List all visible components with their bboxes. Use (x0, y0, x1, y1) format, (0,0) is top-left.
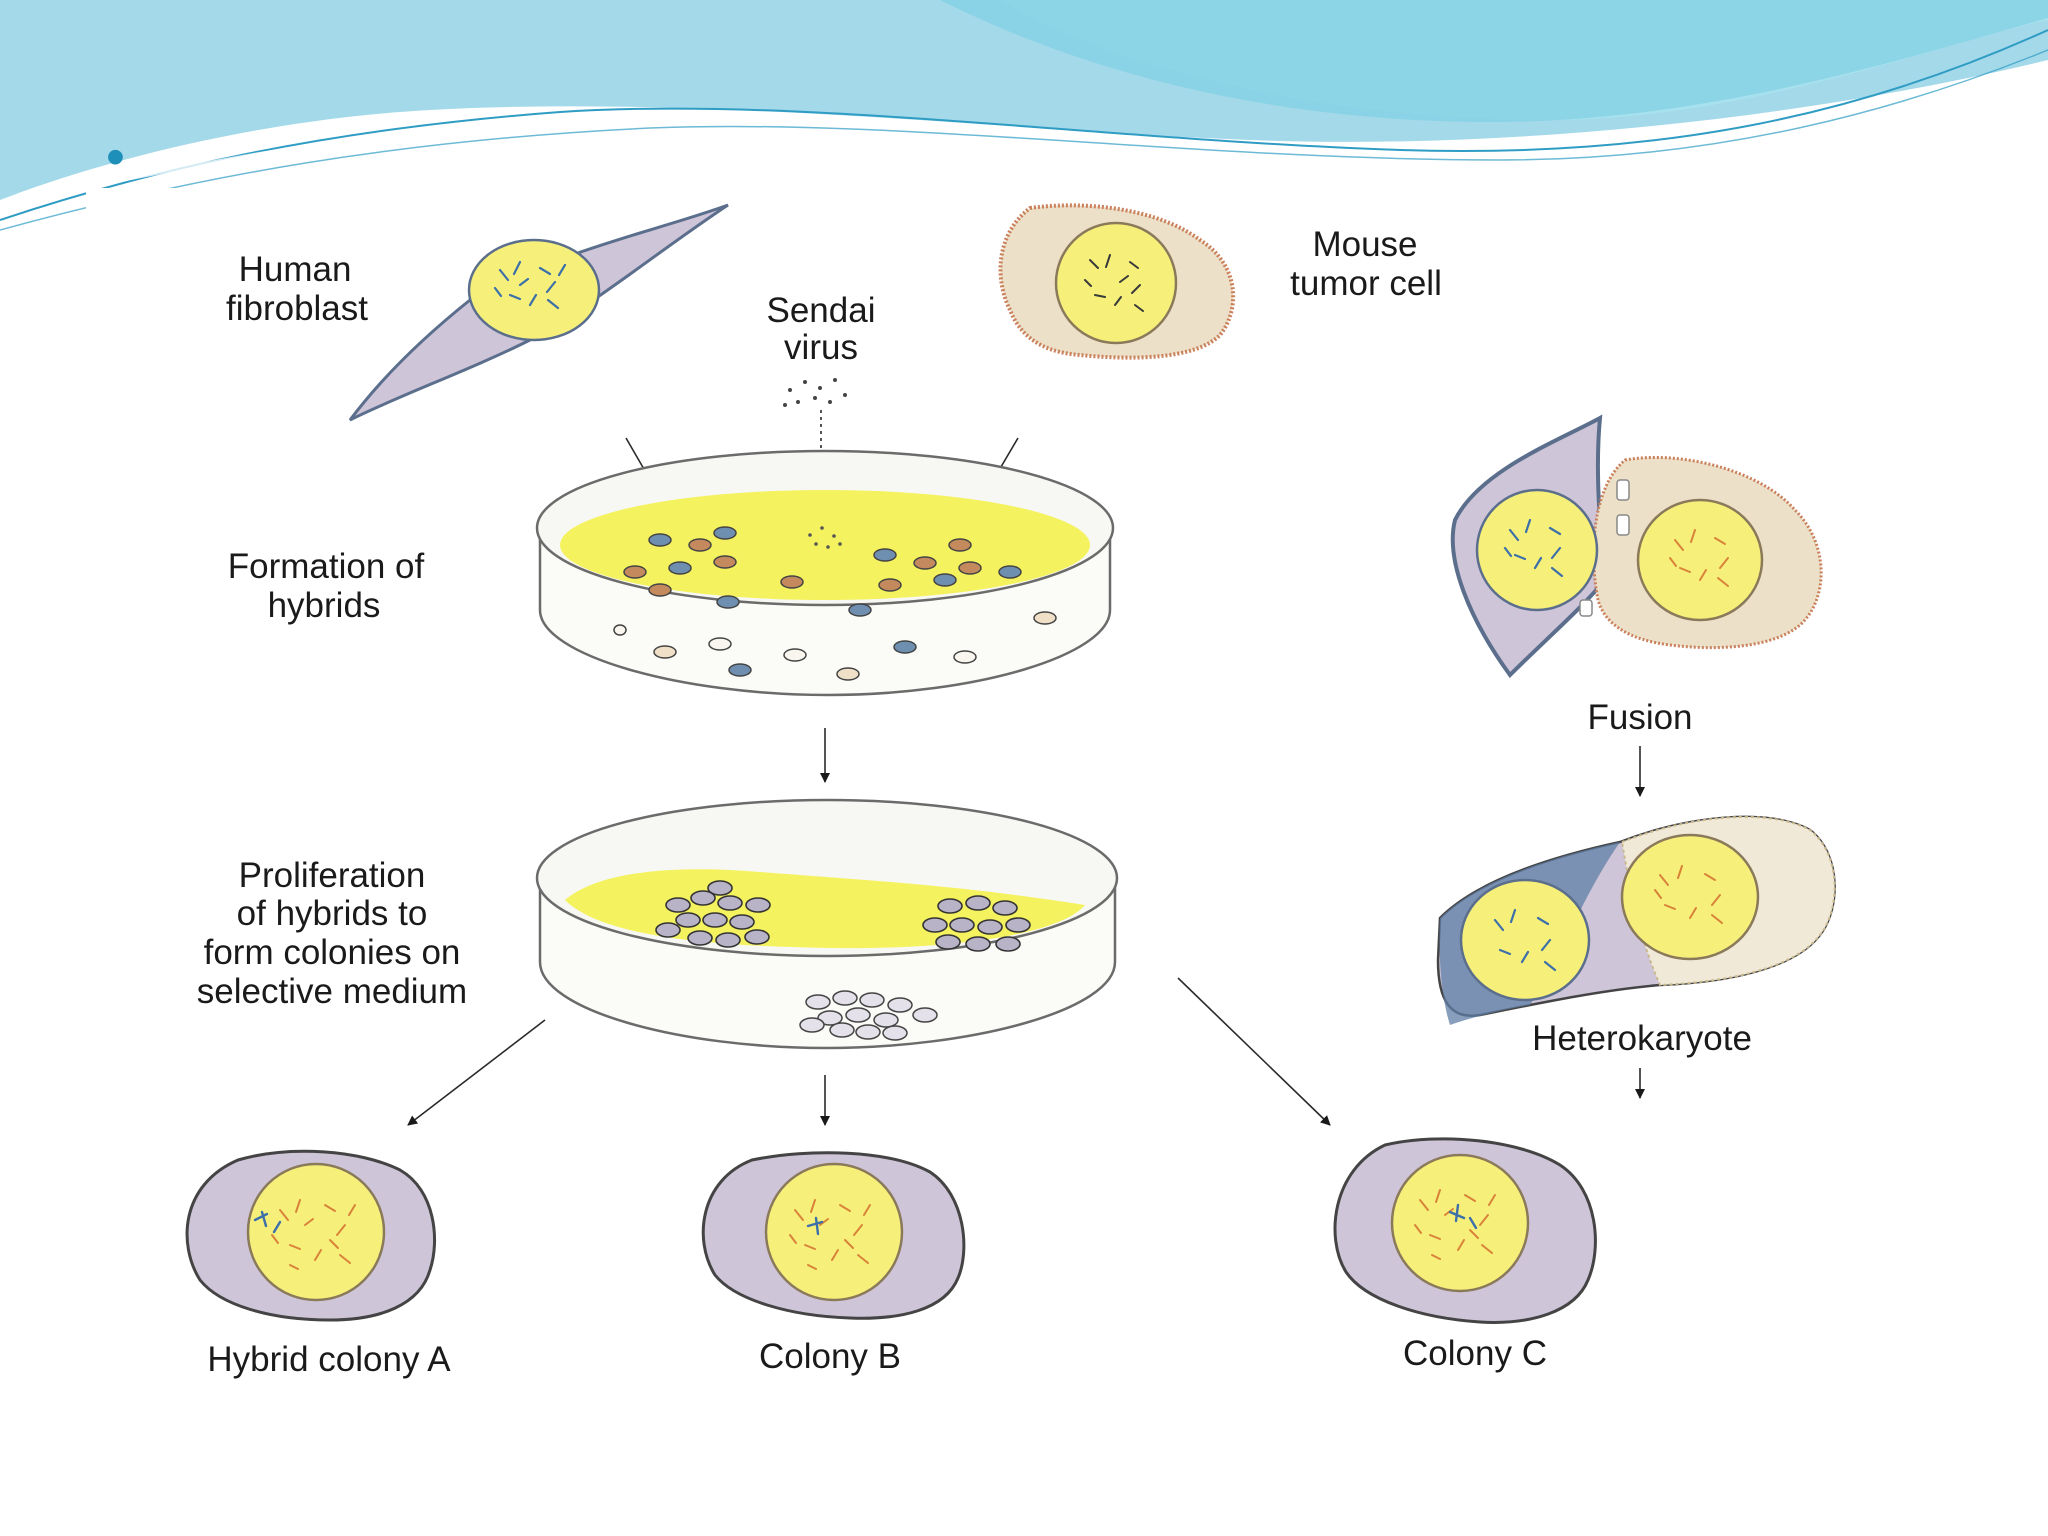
human-fibroblast-cell (348, 203, 729, 422)
colony-a-cell (185, 1149, 436, 1322)
label-proliferation-1: Proliferation (239, 856, 426, 895)
culture-dish-selective (535, 798, 1119, 1050)
colony-c-cluster (922, 895, 1031, 952)
label-heterokaryote: Heterokaryote (1532, 1019, 1752, 1058)
heterokaryote-cell (1436, 815, 1836, 1025)
colony-b-cluster (799, 990, 938, 1041)
mouse-chromosomes (1084, 254, 1144, 312)
colony-c-cell (1333, 1137, 1597, 1324)
label-formation-of: Formation of (228, 547, 425, 586)
label-mouse: Mouse (1312, 225, 1417, 264)
arrow-to-colony-a (407, 1019, 546, 1126)
colony-a-cluster (655, 880, 771, 948)
virus-particles (783, 378, 847, 407)
label-virus: virus (784, 328, 858, 367)
human-chromosomes (493, 260, 567, 310)
label-fibroblast: fibroblast (226, 289, 368, 328)
virus-in-dish (808, 526, 842, 549)
label-colony-c: Colony C (1403, 1334, 1547, 1373)
mouse-tumor-cell (998, 203, 1236, 360)
label-fusion: Fusion (1587, 698, 1692, 737)
arrow-to-colony-c (1177, 977, 1331, 1126)
label-hybrid-colony-a: Hybrid colony A (207, 1340, 451, 1379)
wave-header (0, 0, 2048, 231)
culture-dish-formation (535, 449, 1115, 697)
label-tumor-cell: tumor cell (1290, 264, 1442, 303)
label-proliferation-4: selective medium (197, 972, 467, 1011)
label-hybrids: hybrids (268, 586, 381, 625)
label-proliferation-2: of hybrids to (237, 894, 428, 933)
label-colony-b: Colony B (759, 1337, 901, 1376)
cells-in-dish (613, 526, 1057, 681)
label-sendai: Sendai (767, 291, 876, 330)
fusion-cells (1450, 414, 1823, 679)
label-human: Human (239, 250, 352, 289)
slide-bullet: • (106, 127, 125, 187)
label-proliferation-3: form colonies on (204, 933, 461, 972)
colony-b-cell (701, 1151, 966, 1320)
